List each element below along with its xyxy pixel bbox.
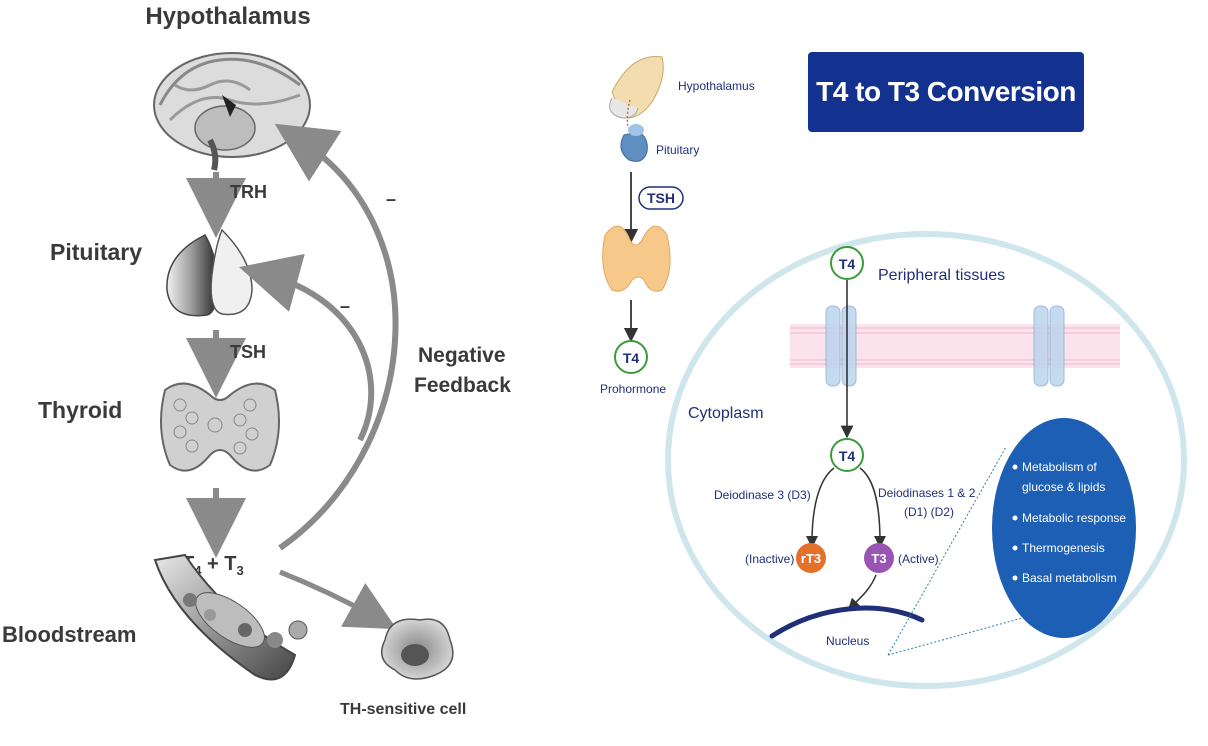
zoom-line-bottom: [887, 611, 1045, 656]
t4-top-badge: [830, 246, 864, 280]
th-cell-label: TH-sensitive cell: [340, 701, 466, 718]
peripheral-tissues-label: Peripheral tissues: [878, 267, 1005, 284]
mini-thyroid-illustration: [602, 225, 671, 292]
t4-mid-badge: [830, 438, 864, 472]
t3-badge-text: T3: [871, 551, 886, 566]
th-cell-illustration: [380, 618, 454, 680]
active-label: (Active): [898, 552, 939, 566]
d12-label-line1: Deiodinases 1 & 2: [878, 486, 976, 500]
thyroid-label: Thyroid: [38, 397, 122, 423]
t4-prohormone-badge: [614, 340, 648, 374]
effects-oval: [992, 418, 1136, 638]
title-text: T4 to T3 Conversion: [816, 76, 1076, 107]
tsh-badge: [638, 186, 684, 210]
brain-illustration: [153, 52, 311, 171]
feedback-minus-1: –: [386, 189, 396, 209]
right-diagram: Hypothalamus Pituitary TSH T4 Prohormone: [600, 55, 1187, 689]
feedback-label: Feedback: [414, 374, 511, 397]
effect-item-0b: glucose & lipids: [1022, 480, 1105, 494]
blood-to-cell-arrow: [279, 569, 397, 630]
pituitary-illustration: [166, 228, 253, 317]
t3-to-nucleus-arrow: [847, 574, 877, 611]
effects-list: Metabolism of glucose & lipids Metabolic…: [1012, 460, 1126, 585]
thyroid-illustration: [160, 382, 280, 472]
prohormone-label: Prohormone: [600, 382, 666, 396]
tsh-label: TSH: [230, 342, 266, 362]
trh-label: TRH: [230, 182, 267, 202]
rt3-badge: [796, 543, 826, 573]
negative-label: Negative: [418, 344, 506, 367]
rt3-badge-text: rT3: [801, 551, 821, 566]
d12-label-line2: (D1) (D2): [904, 505, 954, 519]
nucleus-label: Nucleus: [826, 634, 869, 648]
inactive-label: (Inactive): [745, 552, 794, 566]
bloodstream-illustration: [153, 553, 308, 681]
effect-item-1: Metabolic response: [1022, 511, 1126, 525]
effect-item-3: Basal metabolism: [1022, 571, 1117, 585]
title-banner: T4 to T3 Conversion: [808, 52, 1084, 132]
t4-mid-badge-text: T4: [839, 448, 856, 464]
nucleus-membrane: [769, 605, 925, 639]
t4-top-badge-text: T4: [839, 256, 856, 272]
mini-hypothalamus-label: Hypothalamus: [678, 79, 755, 93]
feedback-minus-2: –: [340, 296, 350, 316]
d3-label: Deiodinase 3 (D3): [714, 488, 811, 502]
d3-arrow: [806, 467, 835, 548]
cell-membrane: [790, 305, 1120, 387]
mini-pituitary-label: Pituitary: [656, 143, 699, 157]
d12-arrow: [859, 467, 886, 548]
mini-pituitary-illustration: [620, 124, 648, 162]
hypothalamus-label: Hypothalamus: [145, 3, 310, 30]
pituitary-label: Pituitary: [50, 239, 142, 265]
feedback-arrow-hypothalamus: [274, 123, 399, 551]
effect-item-0: Metabolism of: [1022, 460, 1097, 474]
t3-badge: [864, 543, 894, 573]
feedback-arrow-pituitary: [239, 253, 375, 442]
mini-hypothalamus-illustration: [609, 55, 664, 129]
effect-item-2: Thermogenesis: [1022, 541, 1105, 555]
tsh-badge-text: TSH: [647, 190, 675, 206]
left-diagram: Hypothalamus TRH Pituitary TSH Thyroid T: [2, 3, 511, 718]
bloodstream-label: Bloodstream: [2, 622, 136, 647]
t4-prohormone-badge-text: T4: [623, 350, 640, 366]
cytoplasm-label: Cytoplasm: [688, 405, 764, 422]
